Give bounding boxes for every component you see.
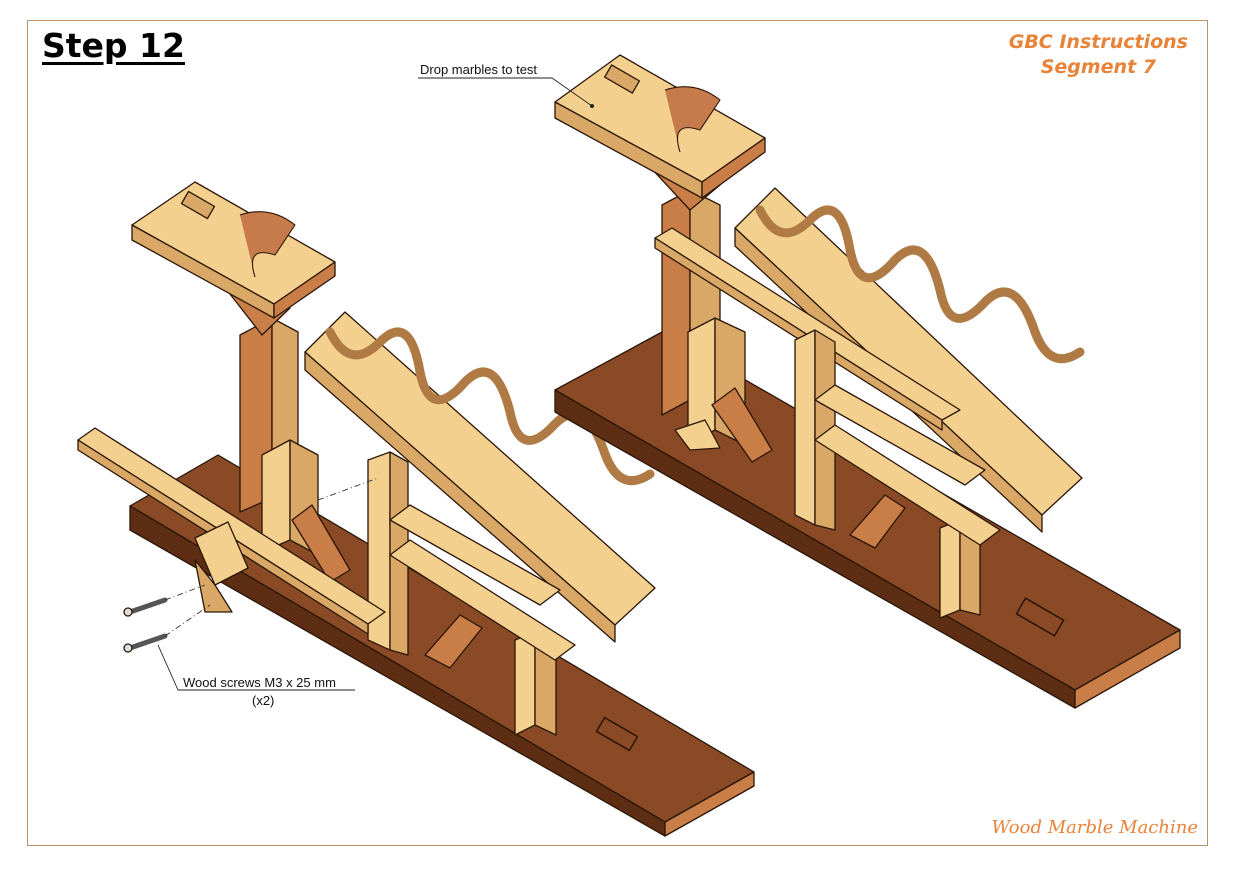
drop-callout-dot <box>590 104 594 108</box>
right-base-slot <box>1015 597 1065 637</box>
left-rail-lower <box>389 539 576 661</box>
right-assembly <box>554 54 1181 709</box>
left-wedge-b <box>424 614 483 669</box>
right-rail-upper <box>814 384 986 486</box>
screw-leader-2 <box>164 604 211 637</box>
wood-screw-1 <box>123 597 168 617</box>
gbc-title-block: GBC Instructions Segment 7 <box>1009 30 1188 80</box>
left-base-side <box>664 771 755 837</box>
right-post-b-face <box>814 329 836 531</box>
screw-leader-1 <box>164 584 206 601</box>
left-base-slot <box>595 716 639 752</box>
left-post-c <box>514 631 536 736</box>
right-bracket-foot <box>674 419 721 451</box>
left-rail-bracket <box>194 521 249 586</box>
left-assembly <box>77 181 755 837</box>
left-entry-tile-front <box>273 261 336 319</box>
left-entry-tile-groove <box>239 211 296 278</box>
right-wedge-a <box>711 387 773 463</box>
right-zigzag-groove <box>755 205 1085 364</box>
callout-wood-screws: Wood screws M3 x 25 mm <box>183 675 336 690</box>
right-rail-lower <box>814 424 1001 546</box>
wood-screw-2 <box>123 633 168 653</box>
left-zigzag-board-side <box>304 351 616 643</box>
drop-callout-leader <box>418 77 593 107</box>
right-base-top <box>554 331 1181 691</box>
footer-brand: Wood Marble Machine <box>991 817 1198 838</box>
rail-leader <box>317 477 379 501</box>
right-entry-tile-groove <box>664 86 721 153</box>
left-rail-upper <box>389 504 561 606</box>
right-post-b <box>794 329 816 526</box>
left-wedge-a <box>291 504 351 583</box>
screws-callout-leader <box>157 644 355 691</box>
right-wedge-b <box>849 494 906 549</box>
step-title: Step 12 <box>42 26 185 65</box>
segment-label: Segment 7 <box>1040 56 1157 78</box>
gbc-instructions-label: GBC Instructions <box>1008 31 1188 53</box>
right-post-c <box>939 519 961 619</box>
right-entry-tile-notch <box>603 64 641 94</box>
left-post-a <box>261 439 291 553</box>
page-frame <box>27 20 1208 846</box>
callout-drop-marbles: Drop marbles to test <box>420 62 538 77</box>
right-entry-tile-front <box>701 137 766 199</box>
callout-screws-quantity: (x2) <box>252 693 275 708</box>
right-base-side <box>1074 629 1181 709</box>
right-upper-rail-face <box>654 237 943 431</box>
left-entry-tile-notch <box>180 190 216 220</box>
right-tall-post <box>661 189 691 416</box>
left-rail-bracket-face <box>194 559 233 613</box>
